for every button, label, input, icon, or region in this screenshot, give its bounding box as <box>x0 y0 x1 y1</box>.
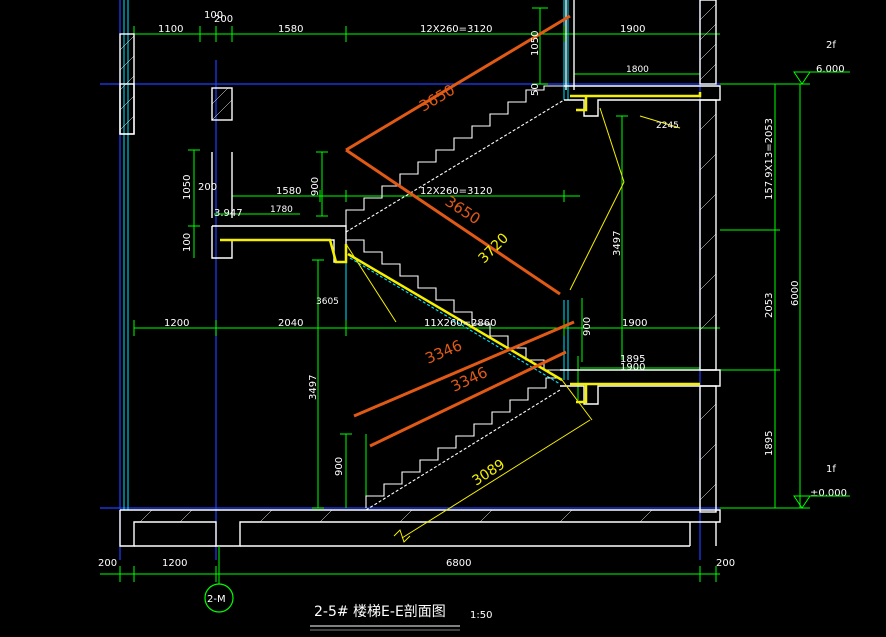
dim-200-wall: 200 <box>198 182 217 193</box>
rebar-3605: 3605 <box>316 297 339 307</box>
rebar-3650-upper: 3650 <box>416 81 458 116</box>
dim-100-left: 100 <box>182 233 193 252</box>
section-title: 2-5# 楼梯E-E剖面图 <box>314 604 446 620</box>
dim-1895-landing: 1895 <box>620 354 645 365</box>
dim-12x260-mid: 12X260=3120 <box>420 186 493 197</box>
dim-100: 100 <box>204 10 223 21</box>
orange-rebar <box>345 14 575 448</box>
dim-3497-lower: 3497 <box>308 375 319 400</box>
drawing-title: 2-5# 楼梯E-E剖面图 1:50 <box>310 604 492 631</box>
yellow-thin-rebar <box>345 107 681 539</box>
middle-landing-text: 1050 200 1580 900 12X260=3120 3.947 100 <box>182 175 493 252</box>
dim-3497-upper: 3497 <box>612 231 623 256</box>
rebar-3346-a: 3346 <box>423 336 465 367</box>
upper-stair-flight <box>345 85 565 233</box>
dim-1800: 1800 <box>626 65 649 75</box>
right-level-text: 157.9X13=2053 2053 1895 6000 2f 6.000 1f… <box>764 40 847 499</box>
wall-hatching <box>119 3 717 523</box>
dim-1900-landing: 1900 <box>620 362 645 373</box>
mid-dimension-text: 1200 2040 11X260=2860 900 1900 3497 <box>164 231 647 336</box>
dim-900-mid: 900 <box>310 177 321 196</box>
dim-11x260: 11X260=2860 <box>424 318 497 329</box>
lower-stair-flight <box>365 377 561 511</box>
dim-157-9x13: 157.9X13=2053 <box>764 118 775 200</box>
dim-1200-mid: 1200 <box>164 318 189 329</box>
dim-50: 50 <box>530 83 541 96</box>
dim-2040: 2040 <box>278 318 303 329</box>
walls <box>119 0 721 547</box>
dim-1100: 1100 <box>158 24 183 35</box>
dim-1050-upper: 1050 <box>530 31 541 56</box>
top-dimension-text: 1100 100 200 1580 12X260=3120 1900 1050 … <box>158 10 649 96</box>
grid-lines <box>100 0 720 560</box>
dim-1900-mid: 1900 <box>622 318 647 329</box>
dim-900-lower: 900 <box>334 457 345 476</box>
rebar-3720: 3720 <box>476 230 513 267</box>
dim-200: 200 <box>214 14 233 25</box>
landing-bar-1780: 1780 <box>270 205 293 215</box>
level-1f-elev: ±0.000 <box>810 488 847 499</box>
dim-2053: 2053 <box>764 293 775 318</box>
elevation-markers <box>793 71 850 509</box>
dim-200-bottom-left: 200 <box>98 558 117 569</box>
rebar-3650-cross: 3650 <box>442 192 484 228</box>
dim-1050-left: 1050 <box>182 175 193 200</box>
dim-6800: 6800 <box>446 558 471 569</box>
dim-200-bottom-right: 200 <box>716 558 735 569</box>
dim-1900-top: 1900 <box>620 24 645 35</box>
dim-1895-right: 1895 <box>764 431 775 456</box>
break-mark <box>393 529 411 543</box>
elevation-3947: 3.947 <box>214 208 243 219</box>
dim-1580-mid: 1580 <box>276 186 301 197</box>
bottom-dimension-text: 200 1200 6800 200 <box>98 558 735 569</box>
grid-axis-label: 2-M <box>207 594 226 605</box>
level-2f-elev: 6.000 <box>816 64 845 75</box>
dim-6000: 6000 <box>790 281 801 306</box>
rebar-2245: 2245 <box>656 121 679 131</box>
dimension-lines <box>100 7 810 582</box>
level-2f-name: 2f <box>826 40 836 51</box>
dim-12x260-top: 12X260=3120 <box>420 24 493 35</box>
dim-900-right: 900 <box>582 317 593 336</box>
middle-stair-flight <box>346 239 561 385</box>
dim-1200-bottom: 1200 <box>162 558 187 569</box>
level-1f-name: 1f <box>826 464 836 475</box>
grid-axis-bubble: 2-M <box>204 546 234 613</box>
section-scale: 1:50 <box>470 610 492 621</box>
yellow-rebar <box>220 92 702 404</box>
lower-flight-text: 3497 900 1895 1900 <box>308 354 645 476</box>
rebar-3089: 3089 <box>469 457 508 490</box>
dim-1580: 1580 <box>278 24 303 35</box>
